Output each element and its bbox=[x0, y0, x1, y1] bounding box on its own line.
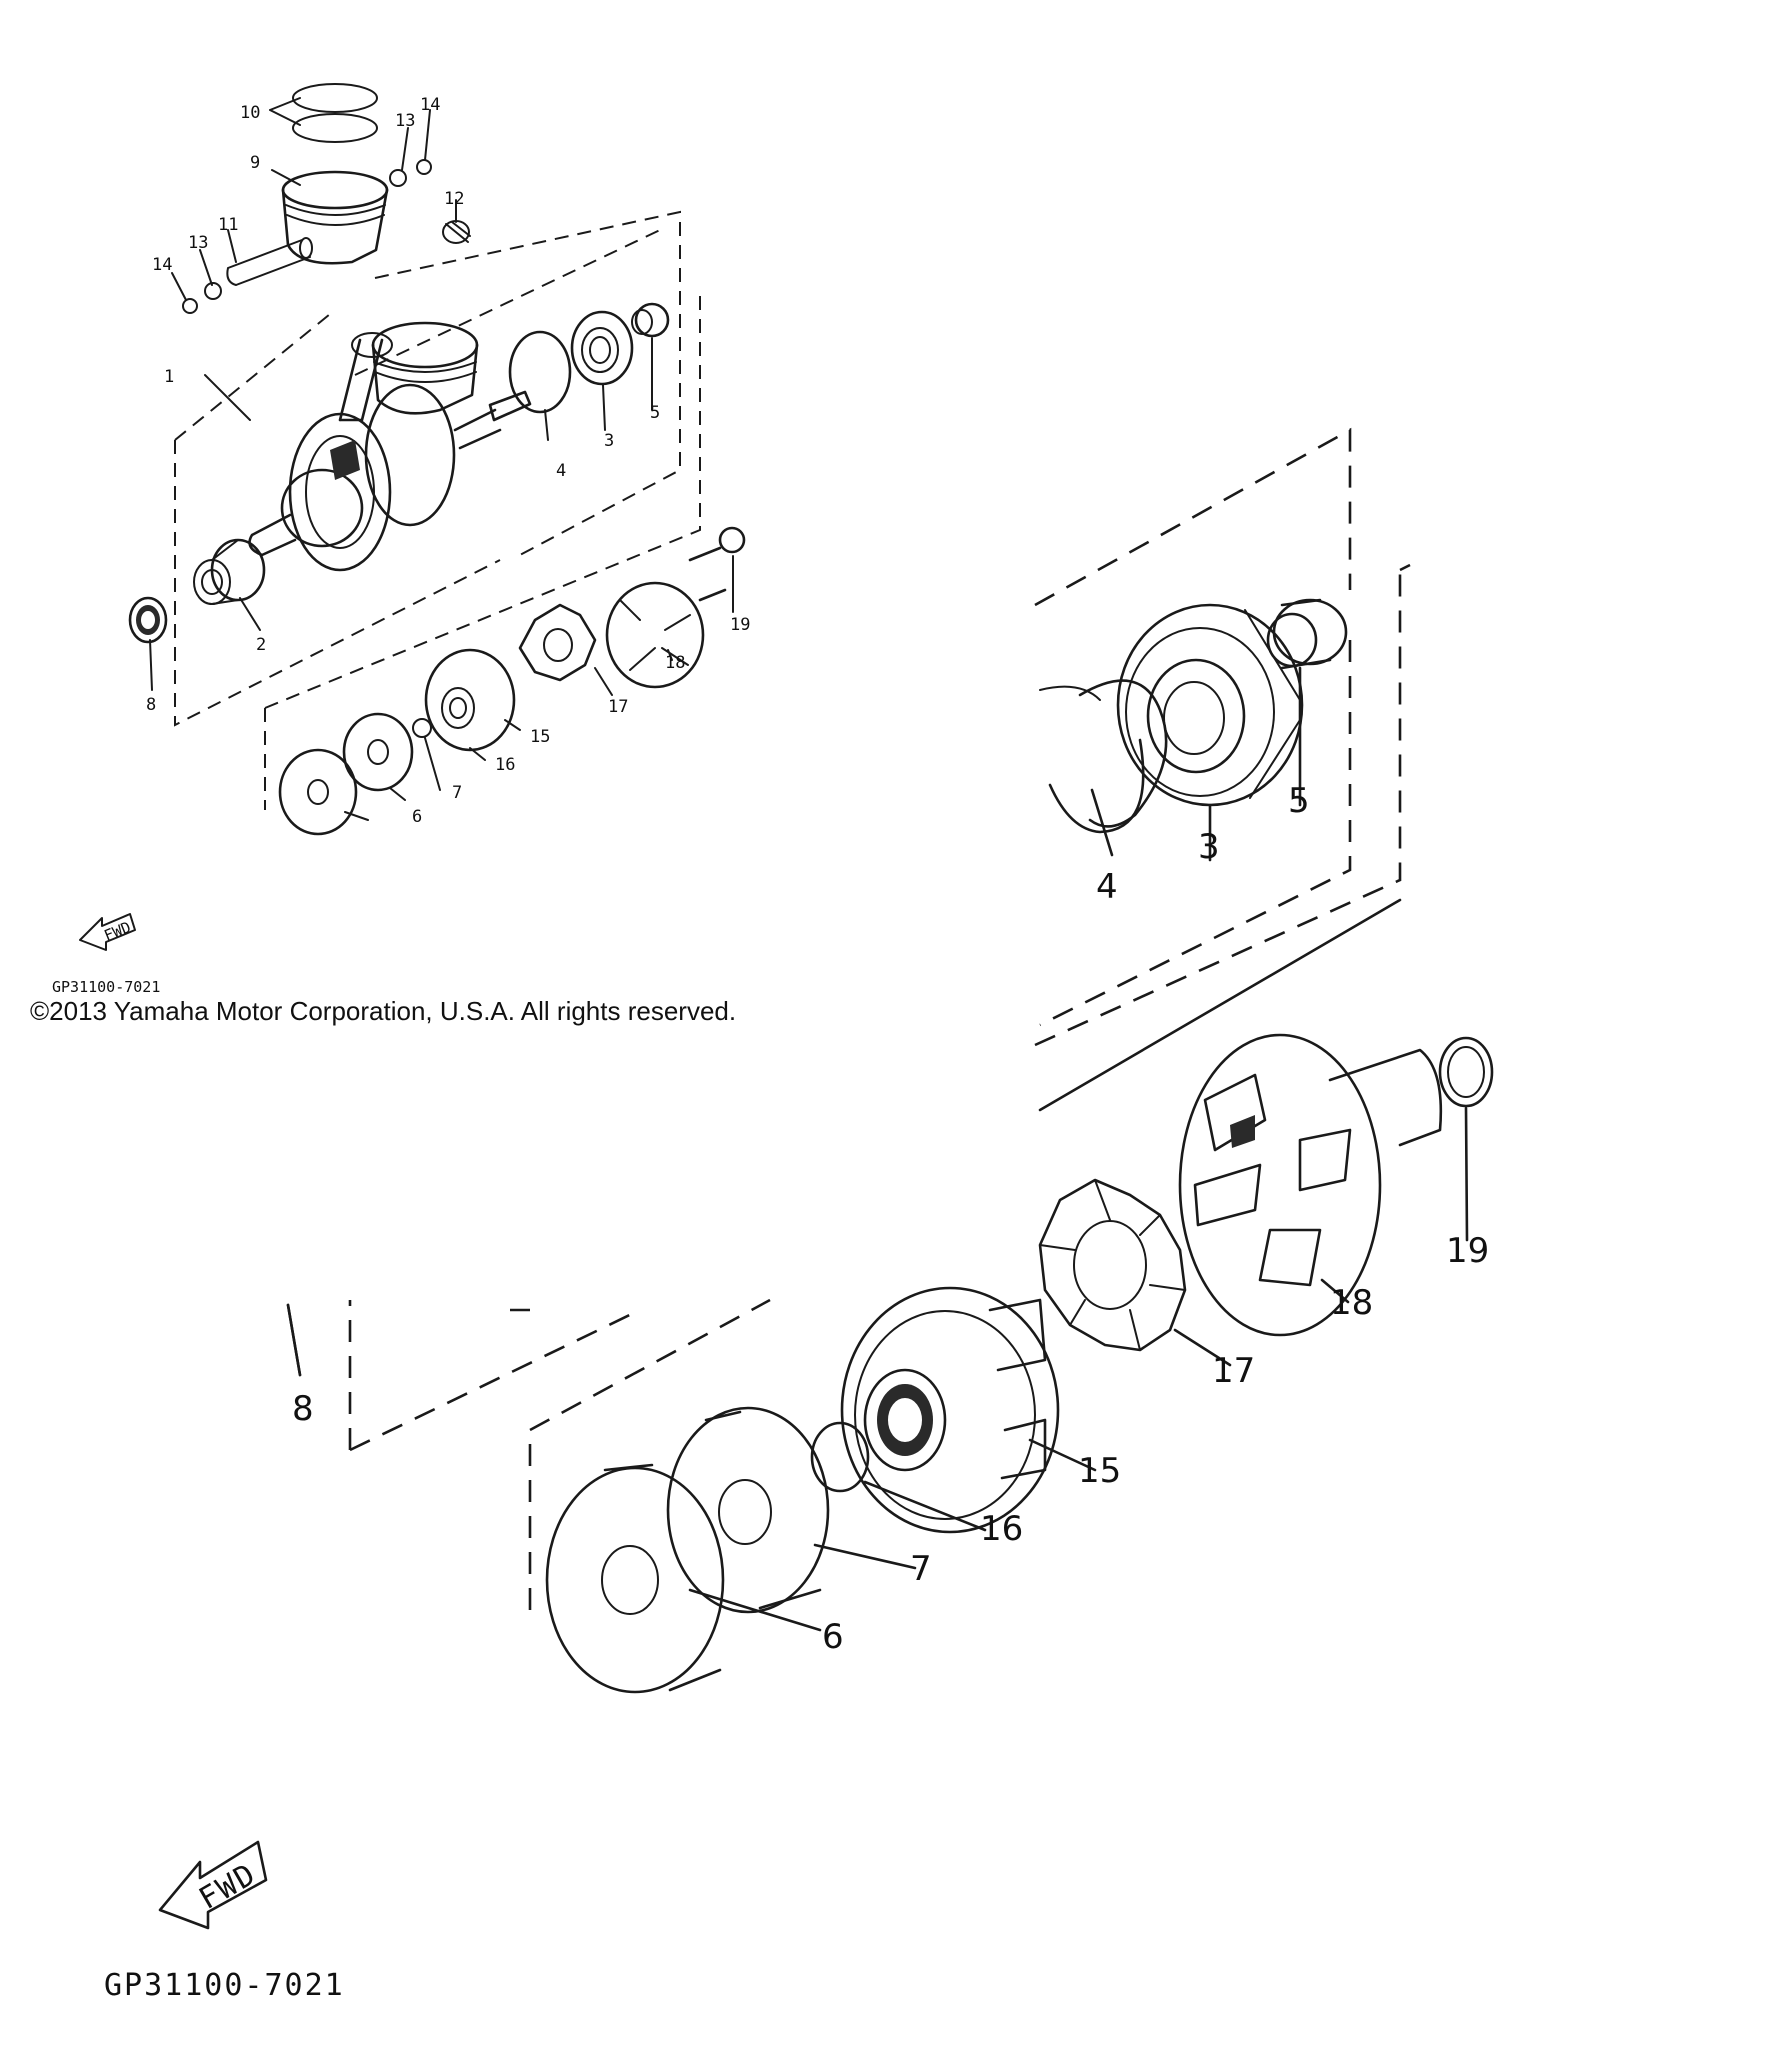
label-8: 8 bbox=[292, 1389, 314, 1429]
fwd-arrow-large: FWD bbox=[158, 1840, 268, 1930]
label-4: 4 bbox=[1096, 867, 1118, 907]
circlip-4 bbox=[1039, 679, 1168, 834]
bearing-3 bbox=[1116, 603, 1304, 807]
label-small-12: 12 bbox=[444, 189, 464, 209]
collar-5 bbox=[1266, 598, 1348, 670]
label-small-14a: 14 bbox=[152, 255, 172, 275]
coupling-18 bbox=[1178, 1033, 1443, 1337]
washer-7 bbox=[666, 1406, 830, 1614]
piston-pin bbox=[226, 239, 311, 286]
label-small-14b: 14 bbox=[420, 95, 440, 115]
needle-bearing bbox=[442, 220, 471, 244]
o-ring-16-small bbox=[412, 718, 432, 738]
drawing-code-small: GP31100-7021 bbox=[52, 978, 160, 996]
label-19: 19 bbox=[1446, 1231, 1489, 1271]
washer-6 bbox=[545, 1463, 725, 1694]
fwd-arrow-small: FWD bbox=[79, 913, 136, 951]
label-small-10: 10 bbox=[240, 103, 260, 123]
bearing-2-small bbox=[193, 538, 266, 605]
label-5: 5 bbox=[1288, 781, 1310, 821]
label-small-6: 6 bbox=[412, 807, 422, 827]
circlip-4-small bbox=[508, 330, 572, 414]
label-small-1: 1 bbox=[164, 367, 174, 387]
clip-14-left bbox=[182, 298, 198, 314]
o-ring-16 bbox=[810, 1421, 870, 1493]
coupling-18-small bbox=[605, 546, 727, 689]
label-3: 3 bbox=[1198, 827, 1220, 867]
label-small-19: 19 bbox=[730, 615, 750, 635]
label-small-17: 17 bbox=[608, 697, 628, 717]
label-18: 18 bbox=[1330, 1283, 1373, 1323]
label-small-4: 4 bbox=[556, 461, 566, 481]
label-small-13b: 13 bbox=[395, 111, 415, 131]
coupling-15 bbox=[840, 1286, 1060, 1534]
label-small-18: 18 bbox=[665, 653, 685, 673]
overview-diagram: 10 9 11 13 14 13 14 12 1 4 3 5 2 8 19 18… bbox=[52, 83, 750, 996]
seal-19 bbox=[1438, 1036, 1494, 1108]
clip-13-left bbox=[204, 282, 222, 300]
label-16: 16 bbox=[980, 1509, 1023, 1549]
label-6: 6 bbox=[822, 1617, 844, 1657]
collar-5-small bbox=[631, 302, 670, 338]
label-small-3: 3 bbox=[604, 431, 614, 451]
clip-13-right bbox=[389, 169, 407, 187]
damper-17 bbox=[1038, 1178, 1187, 1352]
damper-17-small bbox=[518, 603, 597, 682]
copyright-notice: ©2013 Yamaha Motor Corporation, U.S.A. A… bbox=[30, 996, 737, 1026]
label-small-9: 9 bbox=[250, 153, 260, 173]
drawing-code-large: GP31100-7021 bbox=[104, 1968, 345, 2003]
washer-6-small bbox=[278, 748, 358, 836]
label-small-11: 11 bbox=[218, 215, 238, 235]
label-small-5: 5 bbox=[650, 403, 660, 423]
label-small-15: 15 bbox=[530, 727, 550, 747]
clip-14-right bbox=[416, 159, 432, 175]
piston-upper bbox=[281, 170, 389, 265]
label-small-16: 16 bbox=[495, 755, 515, 775]
svg-text:FWD: FWD bbox=[193, 1857, 263, 1917]
svg-text:FWD: FWD bbox=[101, 918, 133, 945]
coupling-15-small bbox=[424, 648, 516, 752]
bearing-3-small bbox=[570, 310, 634, 386]
label-small-7: 7 bbox=[452, 783, 462, 803]
label-17: 17 bbox=[1212, 1351, 1255, 1391]
label-small-2: 2 bbox=[256, 635, 266, 655]
detail-diagram: 4 3 5 19 18 17 15 16 7 6 8 FWD GP31100-7… bbox=[104, 427, 1494, 2003]
washer-7-small bbox=[342, 712, 414, 792]
oil-seal-8-small bbox=[128, 596, 168, 644]
crankshaft-assembly bbox=[248, 321, 532, 572]
label-15: 15 bbox=[1078, 1451, 1121, 1491]
label-7: 7 bbox=[910, 1549, 932, 1589]
piston-ring-top bbox=[292, 83, 378, 113]
label-small-8: 8 bbox=[146, 695, 156, 715]
label-small-13a: 13 bbox=[188, 233, 208, 253]
seal-19-small bbox=[718, 526, 746, 554]
piston-ring-second bbox=[292, 113, 378, 143]
